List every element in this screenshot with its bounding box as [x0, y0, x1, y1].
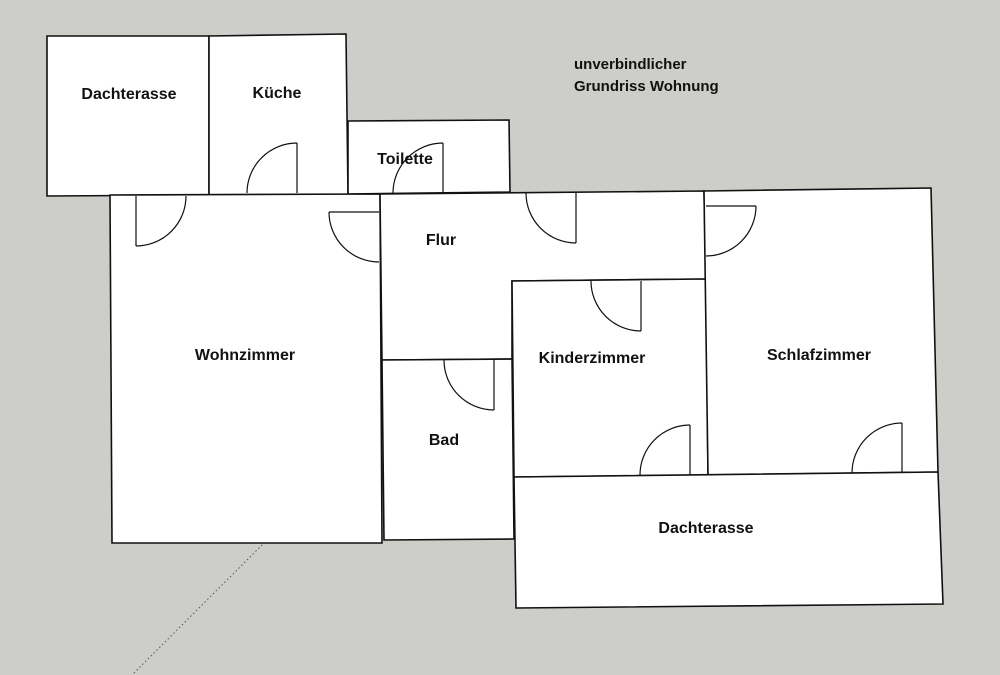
- door-schlafzimmer-terrace: [851, 422, 903, 474]
- label-schlafzimmer: Schlafzimmer: [767, 347, 871, 364]
- label-dachterasse-top: Dachterasse: [81, 86, 176, 103]
- label-wohnzimmer: Wohnzimmer: [195, 347, 295, 364]
- door-kinderzimmer: [590, 280, 642, 332]
- guide-line: [131, 541, 266, 675]
- label-kinderzimmer: Kinderzimmer: [539, 350, 646, 367]
- room-wohnzimmer: [109, 193, 383, 544]
- note-line-1: unverbindlicher: [574, 56, 687, 73]
- room-dachterasse-top: [46, 35, 210, 197]
- label-bad: Bad: [429, 432, 459, 449]
- door-schlafzimmer: [705, 205, 757, 257]
- room-dachterasse-bottom: [513, 471, 944, 609]
- door-toilette: [392, 142, 444, 194]
- label-flur: Flur: [426, 232, 456, 249]
- room-kinderzimmer: [511, 278, 709, 478]
- door-kinderzimmer-terrace: [639, 424, 691, 476]
- door-dachterasse-wohnzimmer: [135, 195, 187, 247]
- note-line-2: Grundriss Wohnung: [574, 78, 719, 95]
- door-bad: [443, 359, 495, 411]
- door-kueche: [246, 142, 298, 194]
- label-dachterasse-bottom: Dachterasse: [658, 520, 753, 537]
- label-toilette: Toilette: [377, 151, 433, 168]
- door-wohnzimmer-flur: [328, 211, 380, 263]
- label-kueche: Küche: [253, 85, 302, 102]
- room-bad: [381, 358, 515, 541]
- room-schlafzimmer: [703, 187, 939, 476]
- plan-note: unverbindlicher Grundriss Wohnung: [574, 54, 719, 98]
- room-kueche: [208, 33, 349, 196]
- door-flur-storage: [525, 192, 577, 244]
